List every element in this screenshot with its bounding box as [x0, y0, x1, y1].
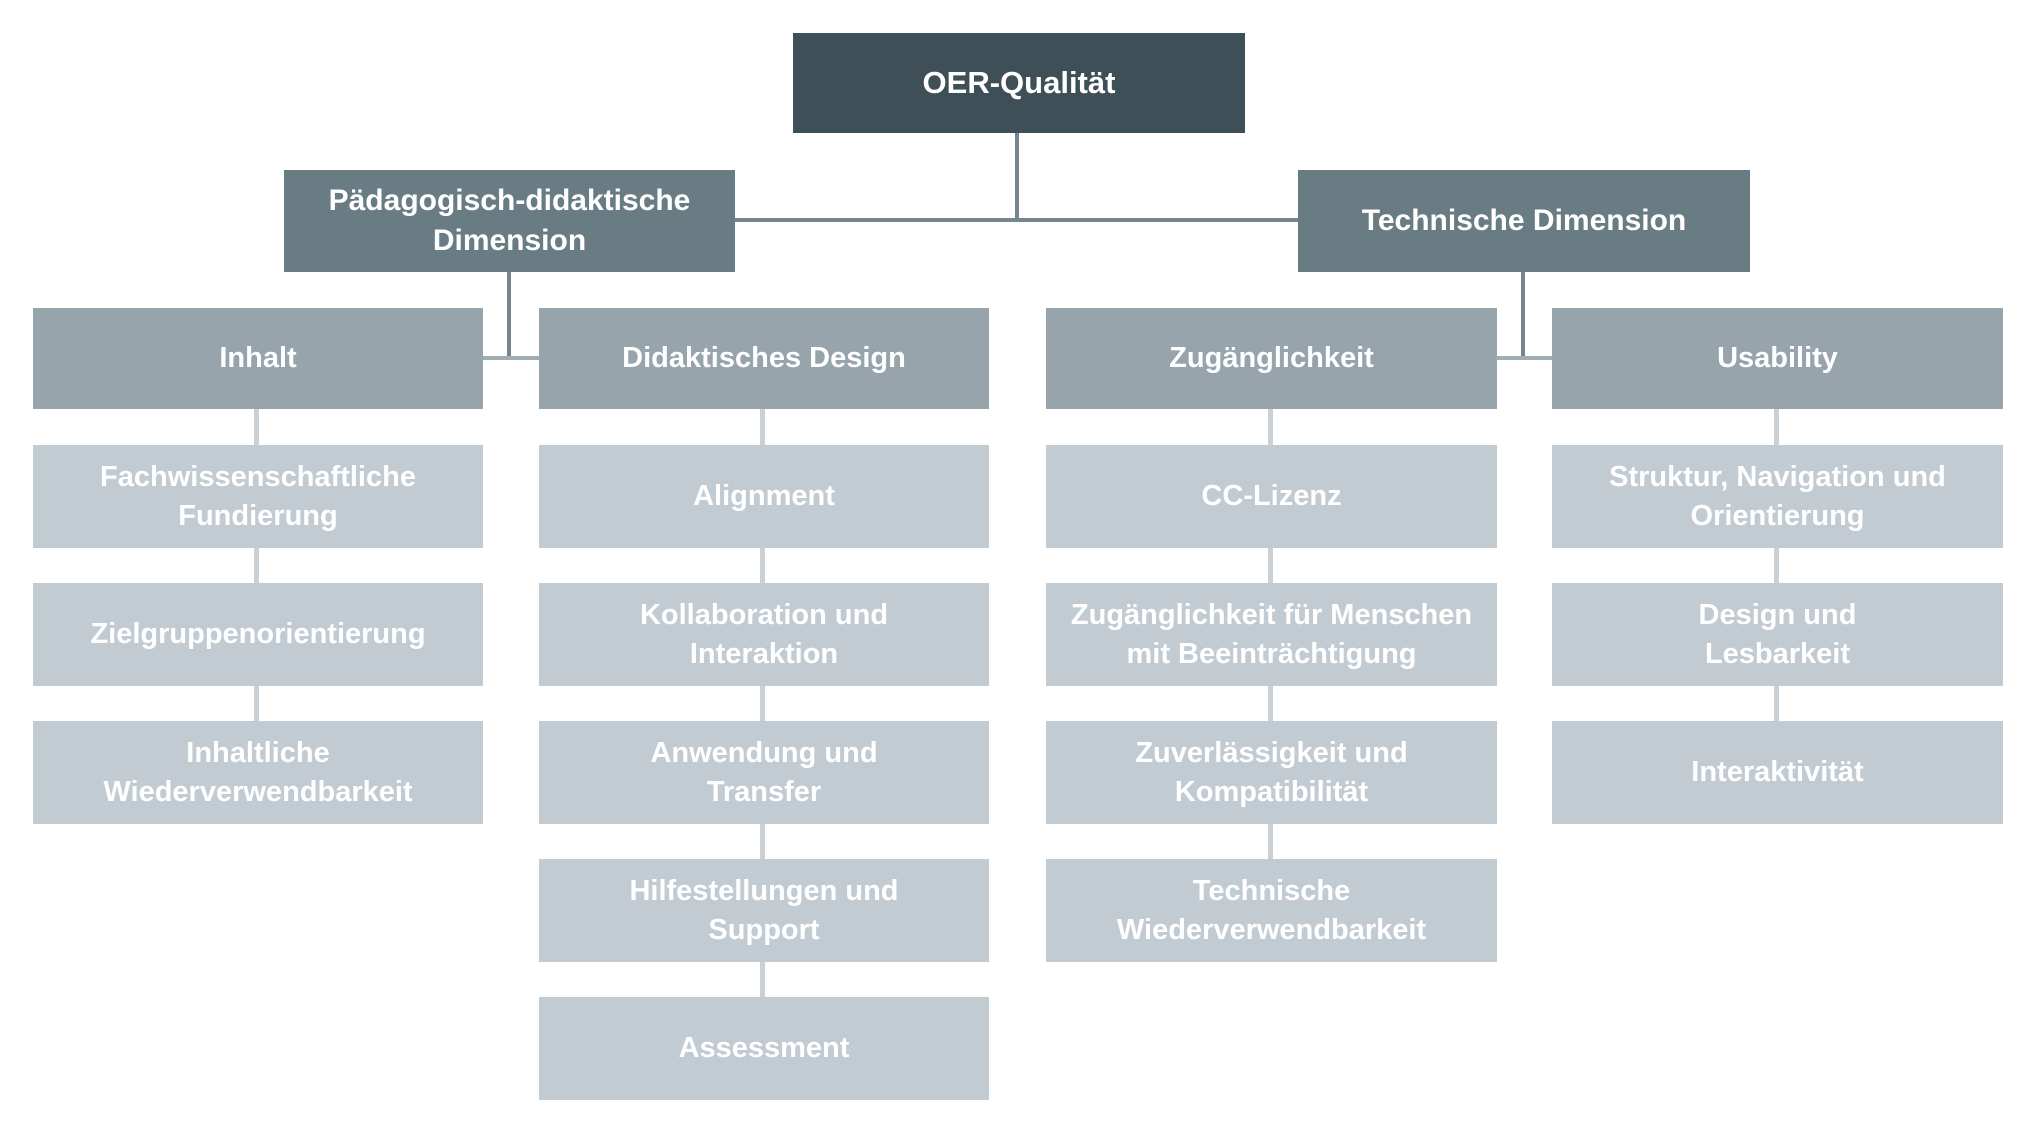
node-label: Zugänglichkeit [1169, 342, 1374, 375]
connector-col3-stub [1268, 548, 1273, 583]
connector-col4-stub [1774, 686, 1779, 721]
node-item-technische-wiederverwendbarkeit: Technische Wiederverwendbarkeit [1046, 859, 1497, 962]
connector-col3-stub [1268, 409, 1273, 445]
connector-inhalt-didaktisch-horizontal [483, 356, 539, 360]
node-item-assessment: Assessment [539, 997, 989, 1100]
node-label: Zielgruppenorientierung [90, 618, 426, 651]
node-header-didaktisches-design: Didaktisches Design [539, 308, 989, 409]
node-item-zugaenglichkeit-fuer-menschen: Zugänglichkeit für Menschen mit Beeinträ… [1046, 583, 1497, 686]
node-label: Struktur, Navigation und Orientierung [1609, 461, 1946, 532]
node-label: Zuverlässigkeit und Kompatibilität [1135, 737, 1408, 808]
connector-zugaenglichkeit-usability-horizontal [1497, 356, 1552, 360]
node-item-interaktivitaet: Interaktivität [1552, 721, 2003, 824]
node-item-inhaltliche-wiederverwendbarkeit: Inhaltliche Wiederverwendbarkeit [33, 721, 483, 824]
node-item-kollaboration-und-interaktion: Kollaboration und Interaktion [539, 583, 989, 686]
node-oer-qualitaet: OER-Qualität [793, 33, 1245, 133]
node-label: Inhaltliche Wiederverwendbarkeit [103, 737, 413, 808]
connector-col1-stub [254, 409, 259, 445]
node-label: Didaktisches Design [622, 342, 906, 375]
node-dimension-technisch: Technische Dimension [1298, 170, 1750, 272]
node-dimension-paedagogisch-didaktisch: Pädagogisch-didaktische Dimension [284, 170, 735, 272]
connector-col4-stub [1774, 548, 1779, 583]
node-label: CC-Lizenz [1201, 480, 1342, 513]
connector-col2-stub [760, 409, 765, 445]
node-label: Anwendung und Transfer [650, 737, 878, 808]
node-label: Assessment [678, 1032, 850, 1065]
node-label: OER-Qualität [922, 64, 1116, 100]
connector-col1-stub [254, 548, 259, 583]
node-header-zugaenglichkeit: Zugänglichkeit [1046, 308, 1497, 409]
connector-col4-stub [1774, 409, 1779, 445]
connector-dimension2-vertical [1521, 272, 1525, 360]
node-item-fachwissenschaftliche-fundierung: Fachwissenschaftliche Fundierung [33, 445, 483, 548]
connector-col2-stub [760, 962, 765, 997]
node-label: Pädagogisch-didaktische Dimension [328, 184, 691, 257]
node-item-anwendung-und-transfer: Anwendung und Transfer [539, 721, 989, 824]
node-label: Alignment [693, 480, 835, 513]
node-label: Kollaboration und Interaktion [639, 599, 889, 670]
connector-dimension1-vertical [507, 272, 511, 360]
node-item-design-und-lesbarkeit: Design und Lesbarkeit [1552, 583, 2003, 686]
node-label: Fachwissenschaftliche Fundierung [100, 461, 416, 532]
node-label: Hilfestellungen und Support [629, 875, 899, 946]
node-header-usability: Usability [1552, 308, 2003, 409]
connector-col3-stub [1268, 824, 1273, 859]
node-item-struktur-navigation-orientierung: Struktur, Navigation und Orientierung [1552, 445, 2003, 548]
node-item-zielgruppenorientierung: Zielgruppenorientierung [33, 583, 483, 686]
node-item-alignment: Alignment [539, 445, 989, 548]
node-label: Technische Dimension [1361, 204, 1687, 238]
node-label: Usability [1717, 342, 1838, 375]
connector-col3-stub [1268, 686, 1273, 721]
node-label: Inhalt [219, 342, 297, 375]
node-label: Interaktivität [1691, 756, 1864, 789]
node-header-inhalt: Inhalt [33, 308, 483, 409]
connector-col2-stub [760, 824, 765, 859]
node-item-cc-lizenz: CC-Lizenz [1046, 445, 1497, 548]
node-label: Technische Wiederverwendbarkeit [1116, 875, 1427, 946]
node-label: Zugänglichkeit für Menschen mit Beeinträ… [1070, 599, 1473, 670]
node-item-hilfestellungen-und-support: Hilfestellungen und Support [539, 859, 989, 962]
node-item-zuverlaessigkeit-und-kompatibilitaet: Zuverlässigkeit und Kompatibilität [1046, 721, 1497, 824]
connector-root-vertical [1015, 133, 1019, 222]
connector-col1-stub [254, 686, 259, 721]
connector-col2-stub [760, 686, 765, 721]
node-label: Design und Lesbarkeit [1698, 599, 1857, 670]
connector-col2-stub [760, 548, 765, 583]
connector-root-horizontal [735, 218, 1298, 222]
